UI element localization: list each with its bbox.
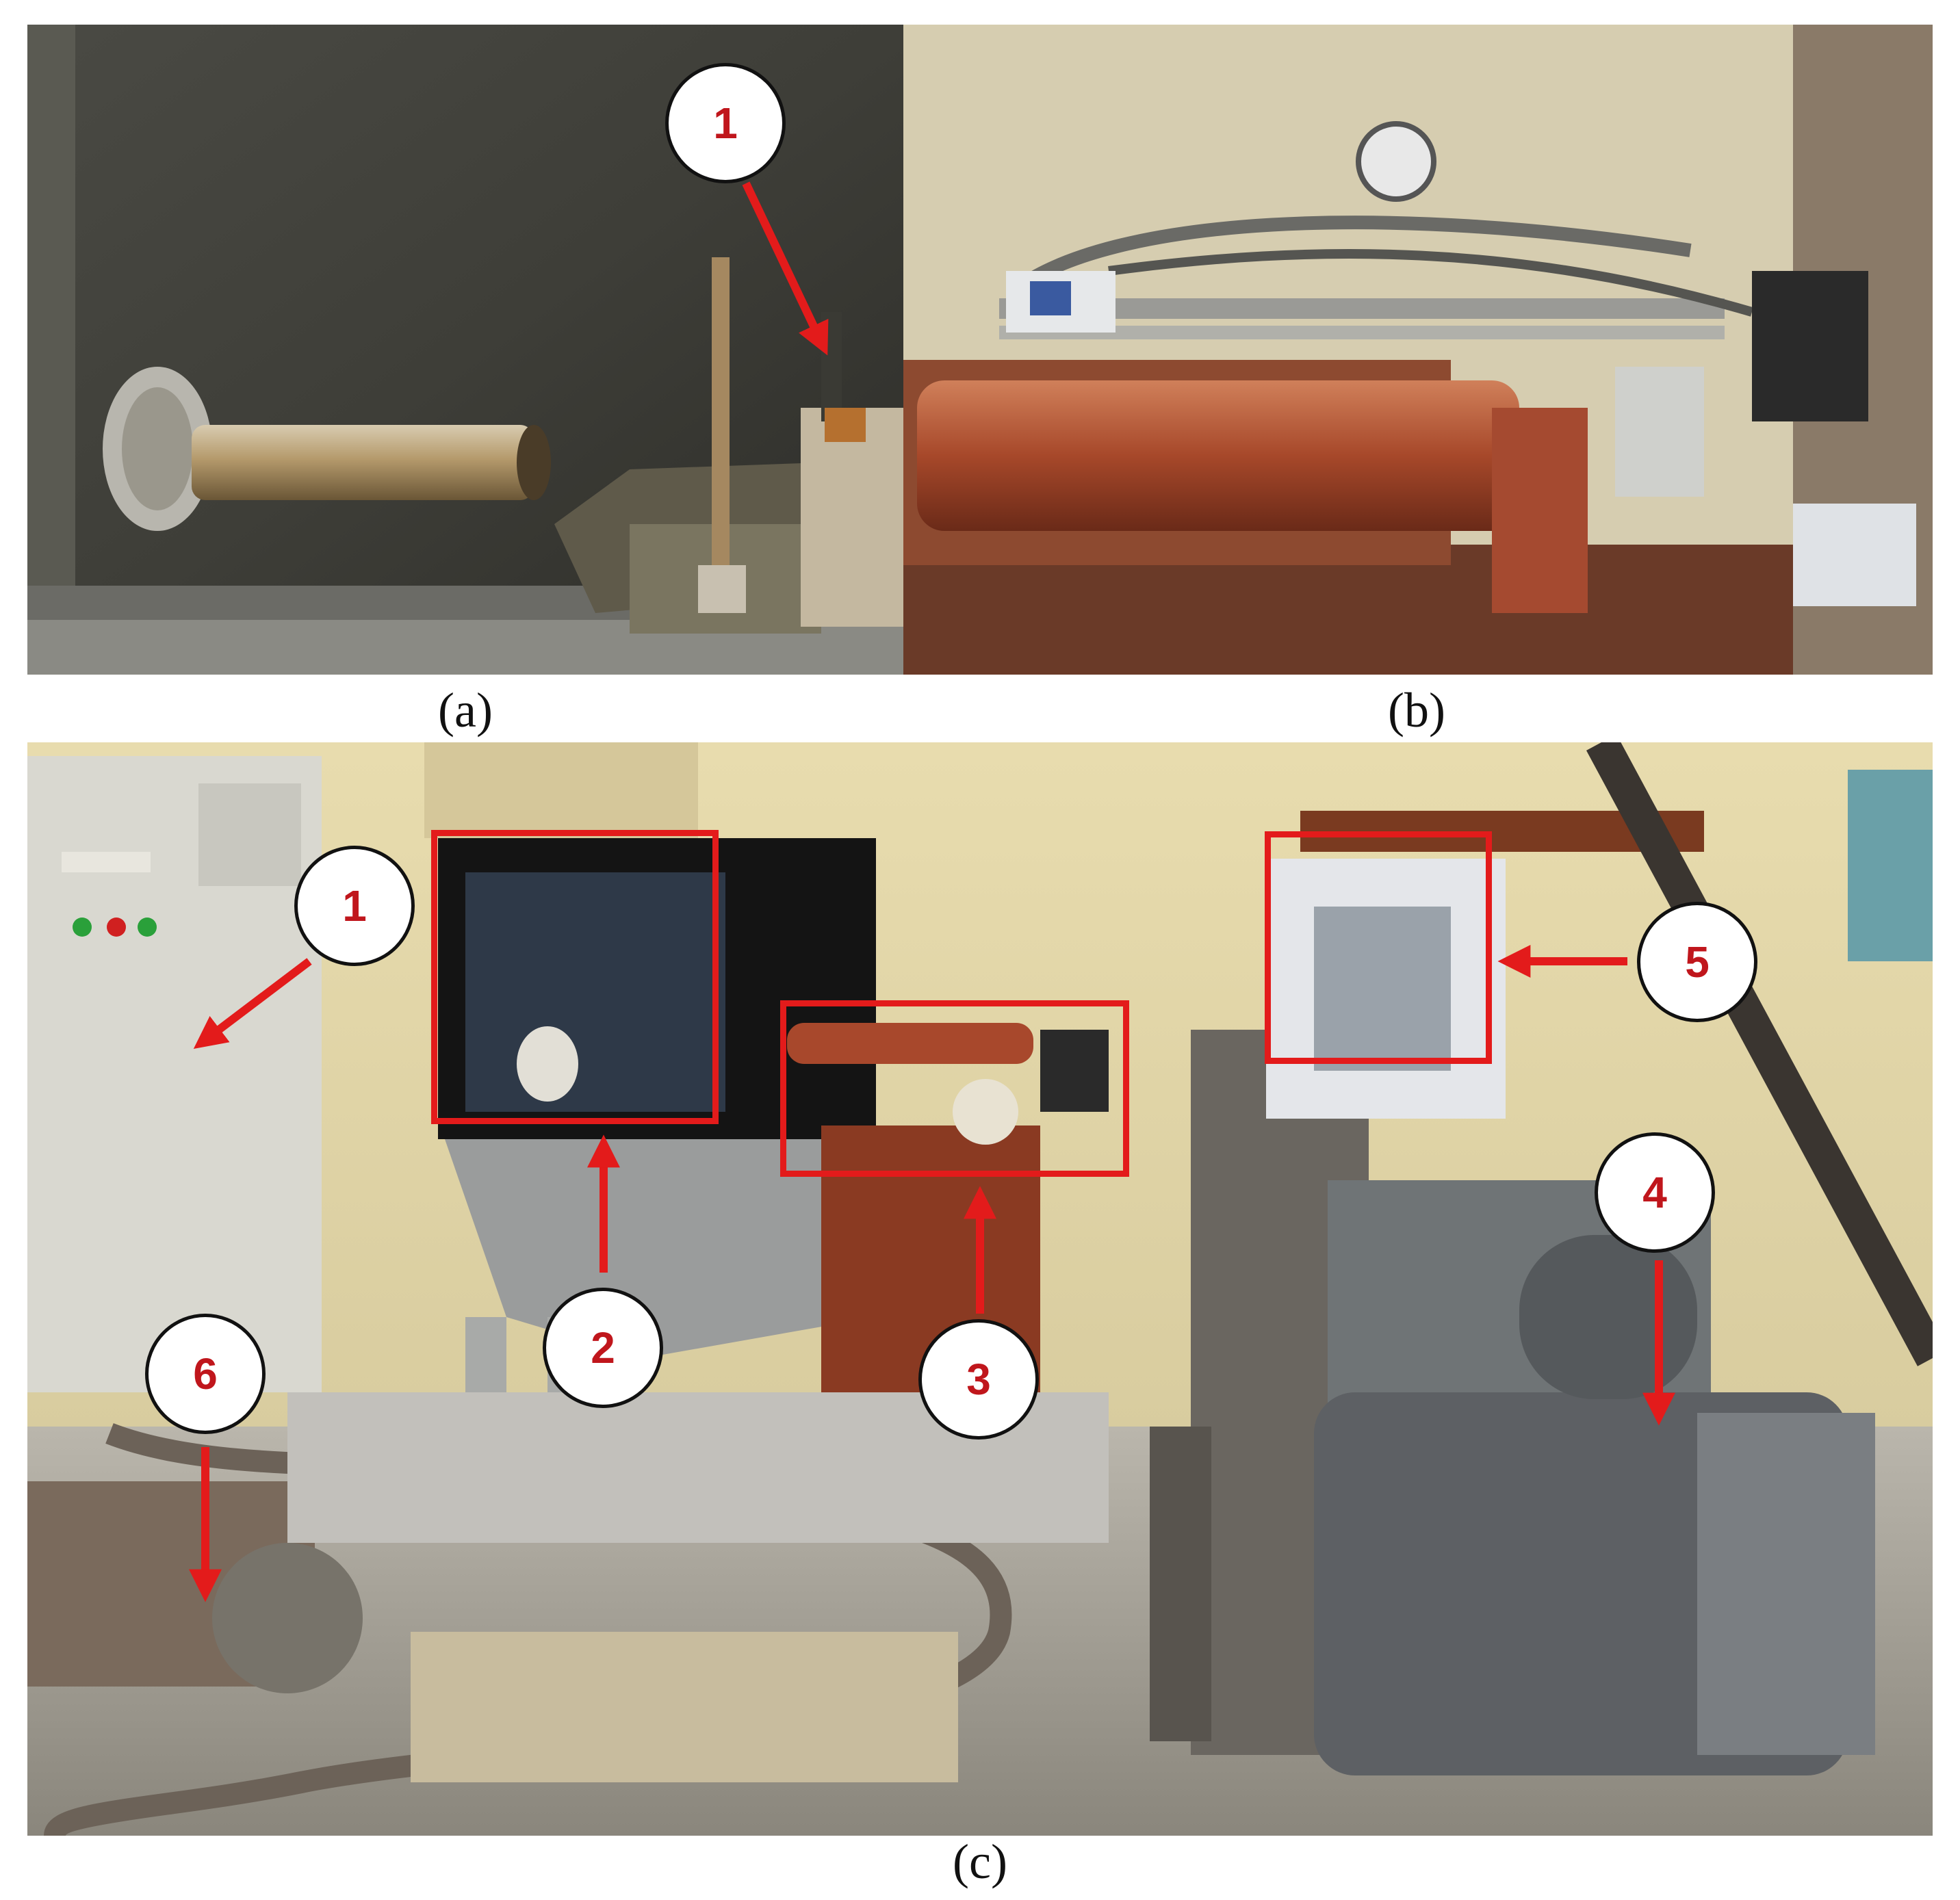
- photo-panel-b: [903, 25, 1933, 675]
- caption-b: (b): [1388, 683, 1445, 738]
- callout-c-2: 2: [543, 1288, 663, 1408]
- callout-c-5: 5: [1637, 902, 1757, 1022]
- photo-b-image: [903, 25, 1933, 675]
- callout-c-1: 1: [294, 846, 415, 966]
- highlight-box-control-panel: [1265, 831, 1492, 1064]
- caption-c: (c): [953, 1834, 1007, 1889]
- callout-c-6: 6: [145, 1314, 266, 1434]
- callout-a-1: 1: [665, 63, 786, 183]
- callout-c-4: 4: [1595, 1132, 1715, 1253]
- callout-c-3: 3: [918, 1319, 1039, 1440]
- caption-a: (a): [438, 683, 493, 738]
- highlight-box-chamber: [431, 830, 719, 1124]
- highlight-box-hydraulic-unit: [780, 1000, 1129, 1177]
